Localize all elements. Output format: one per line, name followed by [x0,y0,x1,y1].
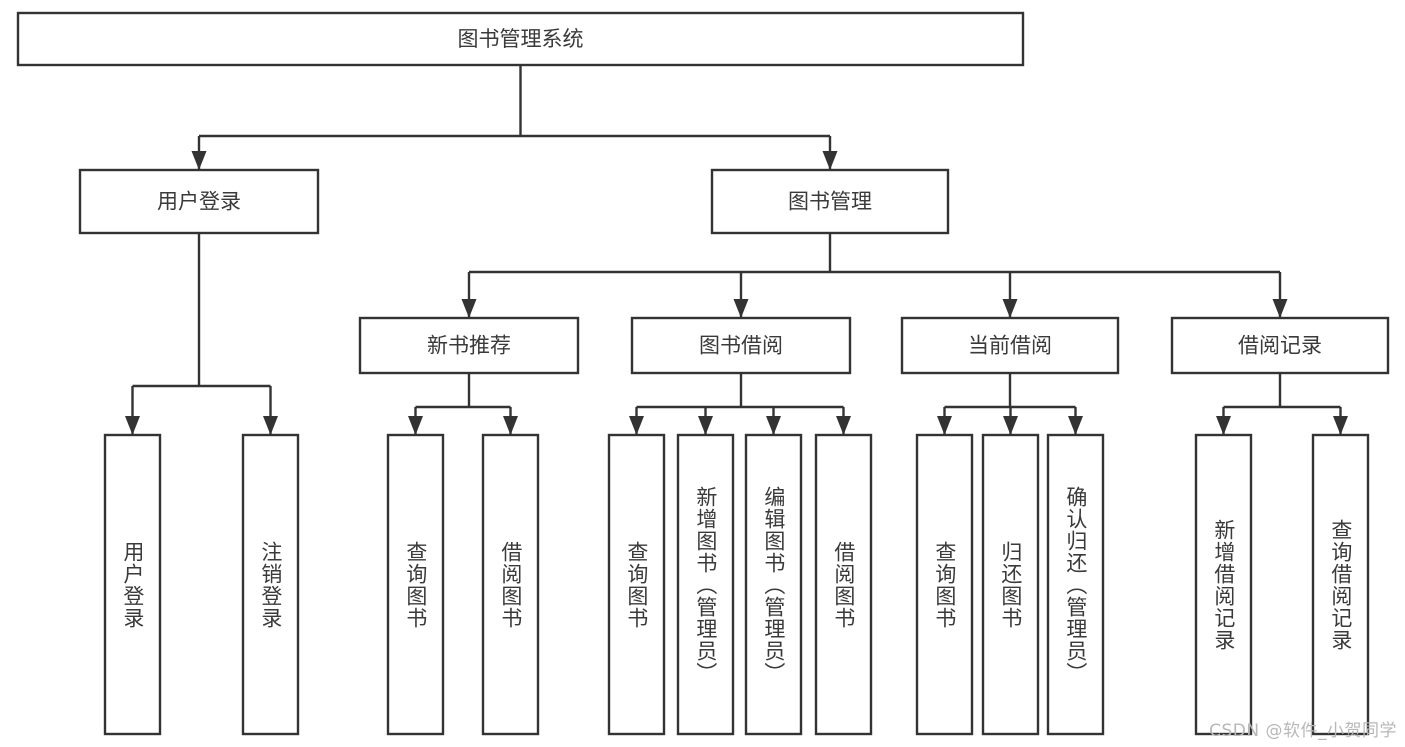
arrow-head-icon [1216,416,1231,435]
arrow-head-icon [733,299,749,318]
node-box-leaf-query-book-borrow[interactable] [607,433,666,736]
node-box-leaf-logout[interactable] [241,433,300,736]
arrow-head-icon [766,416,781,435]
arrow-head-icon [1068,416,1083,435]
node-box-leaf-query-book-recommend[interactable] [386,433,445,736]
watermark: CSDN @软件_小贺同学 [1209,721,1397,741]
arrow-head-icon [125,416,140,435]
arrow-head-icon [191,151,207,170]
boxes-layer [16,11,1390,736]
arrow-head-icon [937,416,952,435]
node-box-leaf-edit-book[interactable] [744,433,803,736]
node-box-leaf-user-login[interactable] [103,433,162,736]
node-box-current-borrow[interactable] [900,316,1120,375]
node-box-leaf-borrow-book-recommend[interactable] [481,433,540,736]
node-label-book-borrow: 图书借阅 [699,334,783,358]
node-label-book-management: 图书管理 [788,190,872,214]
arrow-head-icon [1002,299,1018,318]
node-box-leaf-query-borrow-record[interactable] [1311,433,1370,736]
node-box-leaf-borrow-book[interactable] [814,433,873,736]
node-label-borrow-record: 借阅记录 [1238,334,1322,358]
node-box-borrow-record[interactable] [1170,316,1390,375]
arrow-head-icon [1272,299,1288,318]
node-label-new-book-recommend: 新书推荐 [427,334,511,358]
node-box-root[interactable] [16,11,1025,67]
node-box-book-borrow[interactable] [630,316,852,375]
node-box-leaf-add-borrow-record[interactable] [1194,433,1253,736]
arrow-head-icon [629,416,644,435]
node-label-root: 图书管理系统 [458,27,584,51]
node-label-current-borrow: 当前借阅 [968,334,1052,358]
node-box-new-book-recommend[interactable] [358,316,580,375]
connectors-layer [125,65,1348,435]
node-box-leaf-query-book-current[interactable] [915,433,974,736]
node-box-user-login[interactable] [78,168,320,235]
node-box-leaf-add-book[interactable] [676,433,735,736]
arrow-head-icon [503,416,518,435]
node-box-book-management[interactable] [710,168,950,235]
node-box-leaf-confirm-return[interactable] [1046,433,1105,736]
node-box-leaf-return-book[interactable] [981,433,1040,736]
node-label-user-login: 用户登录 [157,190,241,214]
arrow-head-icon [698,416,713,435]
arrow-head-icon [822,151,838,170]
arrow-head-icon [1003,416,1018,435]
arrow-head-icon [408,416,423,435]
arrow-head-icon [461,299,477,318]
arrow-head-icon [1333,416,1348,435]
arrow-head-icon [263,416,278,435]
arrow-head-icon [836,416,851,435]
